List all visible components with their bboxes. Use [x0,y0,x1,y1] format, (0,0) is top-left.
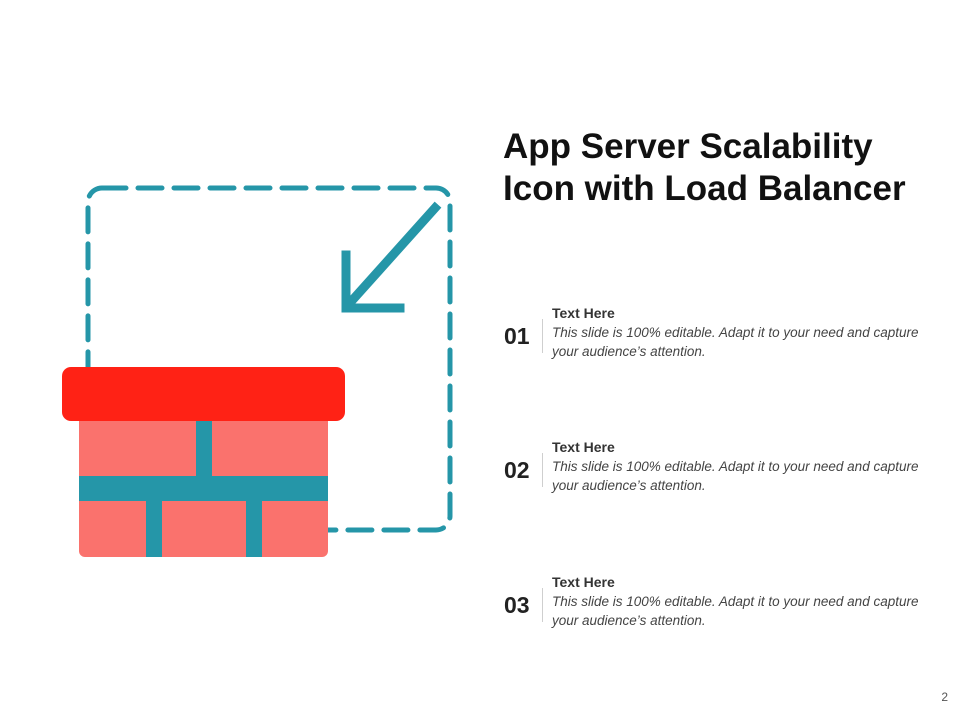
item-description: This slide is 100% editable. Adapt it to… [552,325,919,359]
item-heading: Text Here [552,305,615,321]
item-heading: Text Here [552,574,615,590]
list-item: 02 Text Here This slide is 100% editable… [504,439,924,517]
page-number: 2 [941,690,948,704]
title-line-1: App Server Scalability [503,127,873,166]
slide-title: App Server Scalability Icon with Load Ba… [503,126,943,210]
list-item: 01 Text Here This slide is 100% editable… [504,305,924,383]
item-description: This slide is 100% editable. Adapt it to… [552,459,919,493]
item-number: 02 [504,457,530,483]
item-number: 01 [504,323,530,349]
dashed-boundary [85,185,453,533]
item-description: This slide is 100% editable. Adapt it to… [552,594,919,628]
list-item: 03 Text Here This slide is 100% editable… [504,574,924,652]
brick-wall-icon [62,367,345,557]
item-divider [542,453,543,487]
arrow-down-left-icon [341,201,442,313]
item-divider [542,319,543,353]
item-divider [542,588,543,622]
item-number: 03 [504,592,530,618]
title-line-2: Icon with Load Balancer [503,169,906,208]
server-scaling-icon [62,185,453,557]
item-heading: Text Here [552,439,615,455]
